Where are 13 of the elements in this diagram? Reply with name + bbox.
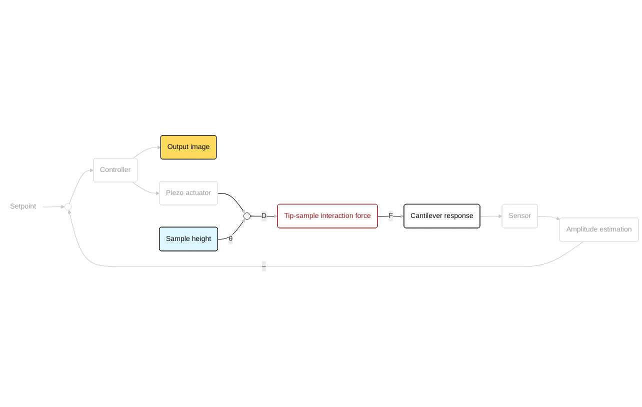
arrow: [132, 182, 160, 196]
arrow: [480, 214, 502, 218]
arrow: [68, 210, 584, 267]
arrow: [42, 204, 65, 209]
arrow: [132, 145, 162, 159]
arrow: [69, 168, 94, 204]
arrow: [378, 214, 404, 218]
arrow: [218, 218, 246, 240]
arrow: [250, 214, 278, 218]
arrow: [538, 216, 560, 220]
arrow: [218, 193, 246, 214]
node-circle: [243, 212, 251, 220]
node-circle: [64, 203, 72, 210]
